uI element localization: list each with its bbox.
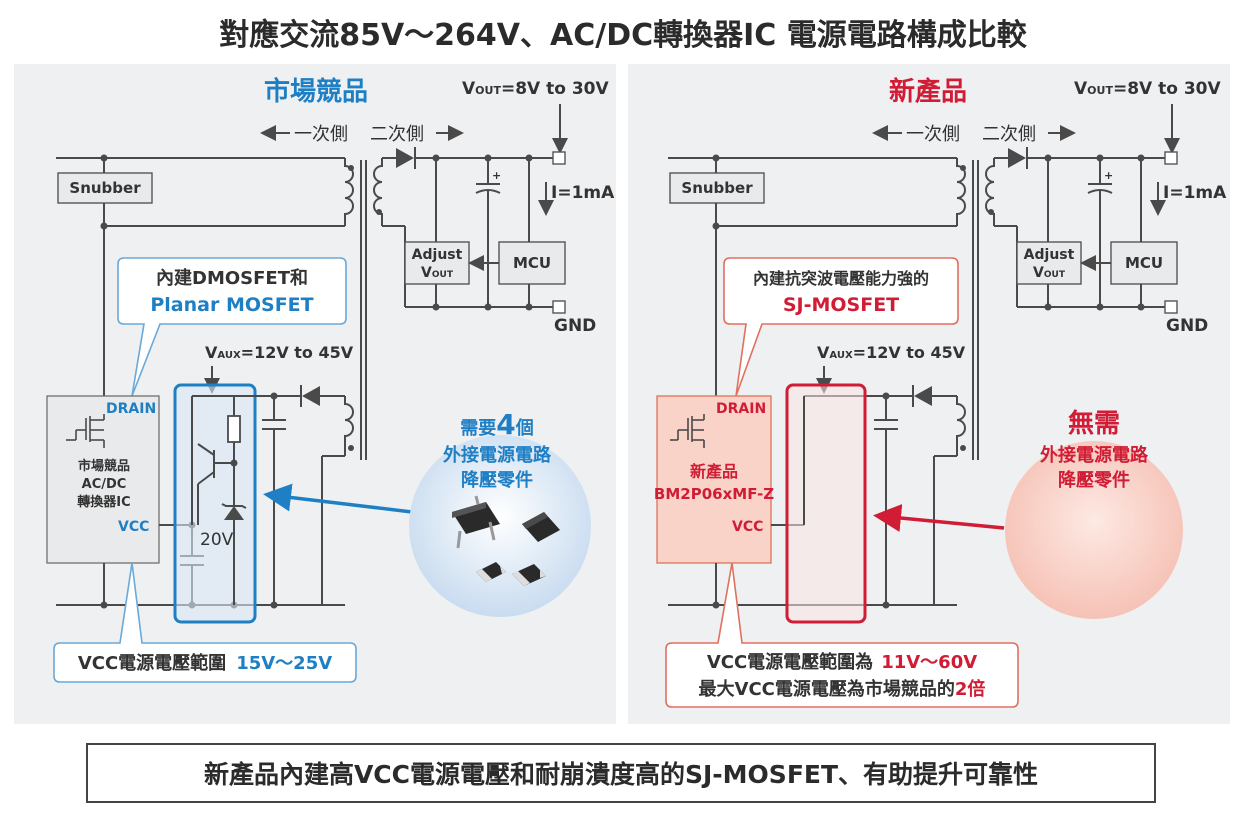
right-need-line3: 降壓零件 [1058,469,1130,491]
left-secondary-label: 二次側 [370,124,424,145]
svg-text:+: + [1104,169,1113,182]
page-title: 對應交流85V〜264V、AC/DC轉換器IC 電源電路構成比較 [219,18,1028,53]
right-callout-line2: SJ-MOSFET [783,294,899,316]
left-circuit: 市場競品 VOUT=8V to 30V 一次側 二次側 Snubber [46,76,615,683]
right-ic-box [656,395,772,564]
right-need-line2: 外接電源電路 [1040,444,1149,466]
svg-text:+: + [492,169,501,182]
left-ic-name-3: 轉換器IC [77,494,130,510]
right-adjust-vout: VOUT [1033,265,1066,281]
left-mcu: MCU [513,254,551,272]
left-heading: 市場競品 [264,76,368,107]
left-ic-box [46,395,160,564]
left-need-line3: 降壓零件 [461,469,533,491]
left-snubber: Snubber [69,179,141,197]
left-current: I=1mA [551,183,615,203]
left-external-parts-circle [409,435,591,617]
right-mcu: MCU [1125,254,1163,272]
right-secondary-label: 二次側 [982,124,1036,145]
right-gnd: GND [1166,316,1208,336]
resistor-chip-icon-1 [476,562,506,582]
right-vaux-label: VAUX=12V to 45V [817,343,966,362]
left-external-circuit-highlight [173,383,257,624]
resistor-chip-icon-2 [512,564,546,586]
right-adjust: Adjust [1024,247,1075,263]
right-callout-line1: 內建抗突波電壓能力強的 [753,269,929,288]
right-drain-label: DRAIN [716,401,766,417]
right-circuit: 新產品 VOUT=8V to 30V 一次側 二次側 Snubber [654,76,1227,708]
left-gnd: GND [554,316,596,336]
right-heading: 新產品 [889,76,967,107]
right-ic-name-2: BM2P06xMF-Z [654,485,774,503]
diode-package-icon [522,512,560,542]
left-zener-label: 20V [200,530,234,550]
right-ic-name-1: 新產品 [690,462,738,481]
left-callout-line1: 內建DMOSFET和 [156,267,308,289]
right-range-line2: 最大VCC電源電壓為市場競品的2倍 [699,678,986,700]
right-snubber: Snubber [681,179,753,197]
right-vout-label: VOUT=8V to 30V [1074,79,1221,99]
left-need-line1: 需要4個 [460,408,533,441]
left-vout-label: VOUT=8V to 30V [462,79,609,99]
footer-box [86,743,1156,803]
left-vaux-label: VAUX=12V to 45V [205,343,354,362]
left-primary-label: 一次側 [294,124,348,145]
left-need-line2: 外接電源電路 [443,444,552,466]
left-adjust-vout: VOUT [421,265,454,281]
left-adjust: Adjust [412,247,463,263]
right-current: I=1mA [1163,183,1227,203]
right-no-parts-circle [1005,441,1183,619]
sot23-package-icon [452,495,500,549]
right-no-circuit-highlight [785,383,867,624]
left-ic-name-1: 市場競品 [78,458,130,474]
left-callout-line2: Planar MOSFET [150,294,313,316]
left-vcc-label: VCC [118,519,149,535]
footer-text: 新產品內建高VCC電源電壓和耐崩潰度高的SJ-MOSFET、有助提升可靠性 [204,760,1038,789]
right-vcc-label: VCC [732,519,763,535]
left-drain-label: DRAIN [106,401,156,417]
left-ic-name-2: AC/DC [82,477,127,492]
right-need-line1: 無需 [1068,409,1120,439]
right-primary-label: 一次側 [906,124,960,145]
